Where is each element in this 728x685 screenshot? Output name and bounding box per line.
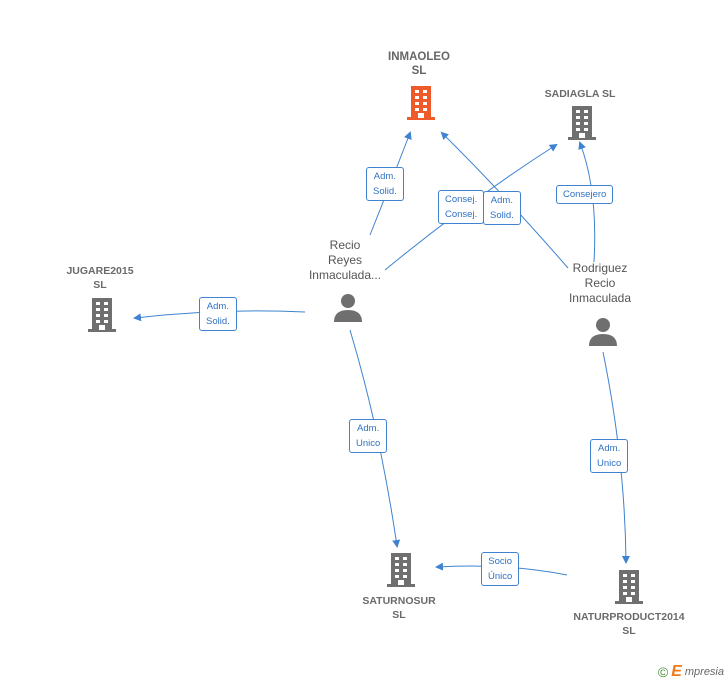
person-label-rodriguez[interactable]: Rodriguez Recio Inmaculada — [550, 261, 650, 306]
edge-label-line: Consejero — [563, 189, 607, 200]
person-name-line: Inmaculada... — [308, 268, 382, 282]
edge-label-line: Unico — [597, 458, 622, 469]
company-name-line: JUGARE2015 — [66, 265, 134, 277]
edge-label-recio-reyes-inmaoleo[interactable]: Adm. Solid. — [366, 167, 404, 201]
edge-label-line: Adm. — [206, 301, 229, 312]
edge-label-line: Solid. — [490, 210, 514, 221]
edge-label-line: Adm. — [598, 443, 621, 454]
person-name-line: Recio — [329, 238, 361, 252]
company-name-line: SL — [93, 279, 107, 291]
person-label-recio-reyes[interactable]: Recio Reyes Inmaculada... — [295, 238, 395, 283]
person-icon[interactable] — [333, 292, 363, 322]
edge-label-recio-reyes-sadiagla[interactable]: Consej. Consej. — [438, 190, 485, 224]
person-name-line: Reyes — [327, 253, 362, 267]
edge-label-line: Único — [488, 571, 513, 582]
company-label-jugare2015[interactable]: JUGARE2015 SL — [50, 264, 150, 292]
edge-label-rodriguez-sadiagla[interactable]: Consejero — [556, 185, 614, 204]
building-icon[interactable] — [566, 106, 598, 140]
company-name-line: SL — [622, 625, 636, 637]
edge-label-line: Consej. — [445, 209, 478, 220]
building-icon[interactable] — [385, 553, 417, 587]
company-name-line: SL — [411, 65, 427, 77]
edge-label-line: Solid. — [373, 186, 397, 197]
brand-name: mpresia — [684, 666, 724, 678]
edge-label-line: Solid. — [206, 316, 230, 327]
company-label-naturproduct2014[interactable]: NATURPRODUCT2014 SL — [564, 610, 694, 638]
edge-label-naturproduct2014-saturnosur[interactable]: Socio Único — [481, 552, 520, 586]
copyright-icon: © — [657, 664, 669, 680]
person-name-line: Inmaculada — [568, 291, 632, 305]
edge-label-rodriguez-inmaoleo[interactable]: Adm. Solid. — [483, 191, 521, 225]
company-label-saturnosur[interactable]: SATURNOSUR SL — [349, 594, 449, 622]
edge-label-line: Adm. — [357, 423, 380, 434]
building-icon[interactable] — [86, 298, 118, 332]
person-name-line: Rodriguez — [572, 261, 628, 275]
company-name-line: NATURPRODUCT2014 — [573, 611, 685, 623]
edge-label-line: Unico — [356, 438, 381, 449]
edge-label-line: Adm. — [490, 195, 513, 206]
edge-label-line: Socio — [488, 556, 513, 567]
person-icon[interactable] — [588, 316, 618, 346]
edge-label-recio-reyes-jugare2015[interactable]: Adm. Solid. — [199, 297, 237, 331]
company-name-line: INMAOLEO — [388, 51, 450, 63]
building-icon[interactable] — [613, 570, 645, 604]
company-label-inmaoleo[interactable]: INMAOLEO SL — [369, 50, 469, 78]
company-name-line: SADIAGLA SL — [544, 88, 616, 100]
company-name-line: SATURNOSUR — [362, 595, 436, 607]
edge-label-rodriguez-naturproduct2014[interactable]: Adm. Unico — [590, 439, 629, 473]
company-label-sadiagla[interactable]: SADIAGLA SL — [530, 87, 630, 101]
person-name-line: Recio — [584, 276, 616, 290]
edge-label-line: Adm. — [373, 171, 396, 182]
building-icon[interactable] — [405, 86, 437, 120]
company-name-line: SL — [392, 609, 406, 621]
edge-label-line: Consej. — [445, 194, 478, 205]
edge-label-recio-reyes-saturnosur[interactable]: Adm. Unico — [349, 419, 388, 453]
brand-initial: E — [671, 663, 682, 680]
